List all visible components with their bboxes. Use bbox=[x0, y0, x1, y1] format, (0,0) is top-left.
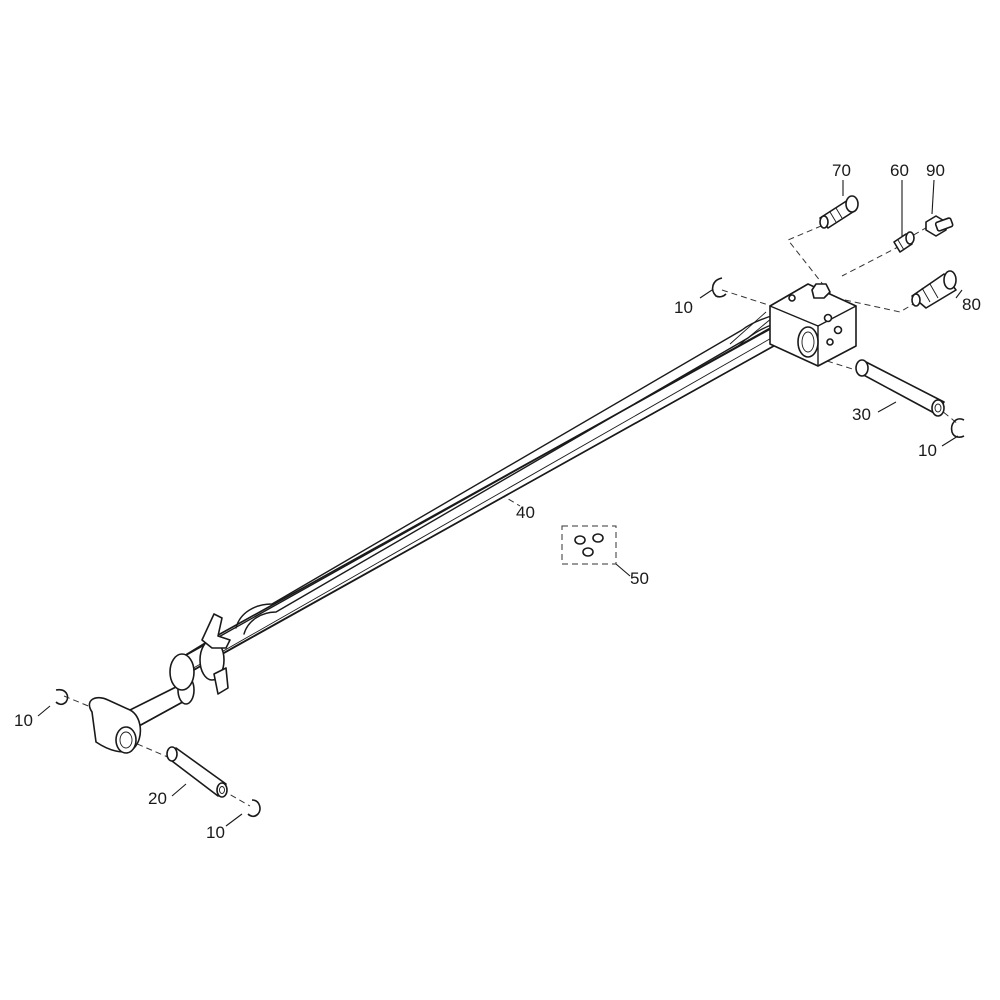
callout-10-right: 10 bbox=[918, 441, 937, 460]
pin-30 bbox=[855, 359, 945, 417]
circlip-10-top bbox=[711, 277, 727, 298]
callout-10-top: 10 bbox=[674, 298, 693, 317]
circlip-10-left bbox=[55, 688, 69, 706]
fitting-90 bbox=[925, 215, 954, 237]
callout-80: 80 bbox=[962, 295, 981, 314]
fitting-60 bbox=[893, 231, 915, 253]
callout-50: 50 bbox=[630, 569, 649, 588]
callout-10-left: 10 bbox=[14, 711, 33, 730]
callout-40: 40 bbox=[516, 503, 535, 522]
cylinder-tube bbox=[173, 317, 807, 681]
circlip-10-right bbox=[950, 418, 965, 438]
fitting-70 bbox=[819, 195, 859, 229]
pin-20 bbox=[166, 746, 228, 798]
callouts: 70 60 90 80 10 30 10 40 50 10 20 10 bbox=[14, 161, 981, 842]
leader-lines bbox=[37, 179, 963, 827]
rod-eye bbox=[88, 696, 142, 754]
seal-kit-50 bbox=[561, 525, 617, 565]
callout-90: 90 bbox=[926, 161, 945, 180]
circlip-10-bottom bbox=[247, 799, 261, 818]
callout-20: 20 bbox=[148, 789, 167, 808]
callout-30: 30 bbox=[852, 405, 871, 424]
callout-70: 70 bbox=[832, 161, 851, 180]
callout-10-bottom: 10 bbox=[206, 823, 225, 842]
fitting-80 bbox=[911, 270, 957, 309]
callout-60: 60 bbox=[890, 161, 909, 180]
cylinder-head-block bbox=[769, 283, 857, 367]
